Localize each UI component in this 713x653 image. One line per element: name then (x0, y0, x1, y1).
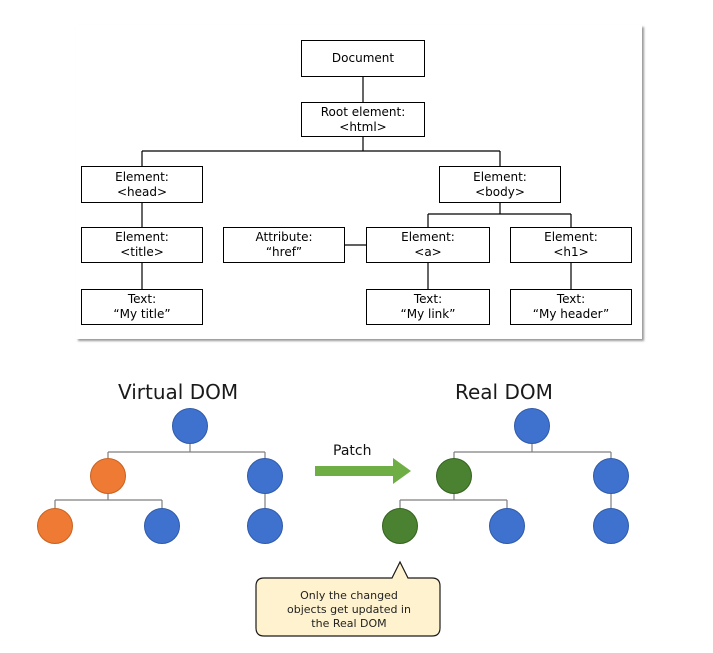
real-node (593, 458, 629, 494)
virtual-dom-title: Virtual DOM (118, 380, 239, 404)
anchor-element-node: Element: <a> (366, 227, 490, 263)
head-element-tag: <head> (116, 184, 168, 199)
title-text-node: Text: “My title” (81, 289, 203, 325)
title-element-label: Element: (115, 230, 169, 244)
virtual-changed-node (90, 458, 126, 494)
patch-label: Patch (333, 443, 372, 459)
real-updated-node (382, 508, 418, 544)
body-element-node: Element: <body> (439, 166, 561, 203)
callout-bubble (255, 560, 441, 637)
h1-element-node: Element: <h1> (510, 227, 632, 263)
link-text-node: Text: “My link” (366, 289, 490, 325)
header-text-label: Text: (556, 292, 586, 306)
virtual-node (144, 508, 180, 544)
root-element-label: Root element: (320, 104, 406, 119)
h1-element-tag: <h1> (553, 245, 589, 259)
body-element-tag: <body> (475, 184, 525, 199)
callout-line: Only the changed (300, 589, 398, 602)
callout-text: Only the changed objects get updated in … (259, 589, 439, 631)
patch-arrow (315, 458, 411, 484)
title-element-tag: <title> (120, 245, 164, 259)
head-element-node: Element: <head> (81, 166, 203, 203)
real-node (593, 508, 629, 544)
title-text-value: “My title” (113, 307, 171, 321)
real-root-node (514, 408, 550, 444)
href-attribute-label: Attribute: (255, 230, 313, 244)
header-text-node: Text: “My header” (510, 289, 632, 325)
real-updated-node (436, 458, 472, 494)
anchor-element-label: Element: (401, 230, 455, 244)
root-element-node: Root element: <html> (301, 102, 425, 137)
link-text-value: “My link” (400, 307, 456, 321)
real-node (489, 508, 525, 544)
virtual-changed-node (37, 508, 73, 544)
real-dom-title: Real DOM (455, 380, 553, 404)
virtual-root-node (172, 408, 208, 444)
virtual-node (247, 458, 283, 494)
header-text-value: “My header” (532, 307, 610, 321)
title-element-node: Element: <title> (81, 227, 203, 263)
href-attribute-value: “href” (265, 245, 303, 259)
title-text-label: Text: (127, 292, 157, 306)
callout-line: the Real DOM (311, 617, 387, 630)
anchor-element-tag: <a> (414, 245, 442, 259)
virtual-node (247, 508, 283, 544)
body-element-label: Element: (473, 169, 527, 184)
head-element-label: Element: (115, 169, 169, 184)
href-attribute-node: Attribute: “href” (223, 227, 345, 263)
callout-line: objects get updated in (287, 603, 411, 616)
root-element-tag: <html> (339, 119, 387, 134)
link-text-label: Text: (413, 292, 443, 306)
h1-element-label: Element: (544, 230, 598, 244)
document-node: Document (301, 40, 425, 77)
document-label: Document (331, 51, 395, 65)
